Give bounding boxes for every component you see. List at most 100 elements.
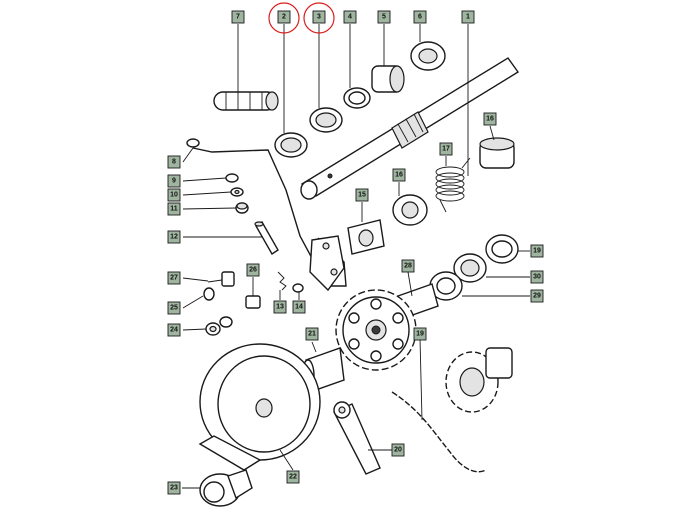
part-number-label: 9 <box>172 178 176 185</box>
part-tag: 24 <box>167 323 181 337</box>
part-number-label: 23 <box>170 485 178 492</box>
highlight-circle-part-2 <box>268 2 300 34</box>
part-3-bearing <box>309 107 343 133</box>
part-number-label: 5 <box>382 14 386 21</box>
part-number-label: 8 <box>172 159 176 166</box>
part-23-roller <box>199 469 253 507</box>
part-tag-box <box>530 270 544 284</box>
part-tag-box <box>530 289 544 303</box>
part-number-label: 11 <box>170 206 178 213</box>
part-tag: 10 <box>167 188 181 202</box>
part-tag-box <box>413 10 427 24</box>
part-tag-box <box>312 10 326 24</box>
part-tag-box <box>167 323 181 337</box>
part-tag-box <box>292 300 306 314</box>
highlight-circle-part-3 <box>303 2 335 34</box>
part-tag: 29 <box>530 289 544 303</box>
part-5-bushing <box>371 65 405 93</box>
part-tag-box <box>231 10 245 24</box>
part-number-label: 19 <box>533 248 541 255</box>
part-tag: 21 <box>305 327 319 341</box>
part-number-label: 29 <box>533 293 541 300</box>
part-tag-box <box>377 10 391 24</box>
part-number-label: 20 <box>394 447 402 454</box>
part-tag-box <box>530 244 544 258</box>
part-tag-box <box>461 10 475 24</box>
part-22-disc <box>198 343 321 471</box>
part-tag: 5 <box>377 10 391 24</box>
part-number-label: 6 <box>418 14 422 21</box>
part-number-label: 2 <box>282 14 286 21</box>
part-tag: 16 <box>483 112 497 126</box>
part-tag-box <box>413 327 427 341</box>
part-tag-box <box>246 263 260 277</box>
part-number-label: 25 <box>170 305 178 312</box>
part-number-label: 1 <box>466 14 470 21</box>
part-tag: 13 <box>273 300 287 314</box>
part-tag: 20 <box>391 443 405 457</box>
part-30-ring <box>453 253 487 283</box>
part-tag-box <box>483 112 497 126</box>
part-12-pin <box>254 221 279 255</box>
part-tag-box <box>167 188 181 202</box>
part-tag-box <box>167 481 181 495</box>
part-number-label: 13 <box>276 304 284 311</box>
part-number-label: 22 <box>289 474 297 481</box>
part-number-label: 10 <box>170 192 178 199</box>
part-26-bolt <box>245 284 261 309</box>
part-number-label: 15 <box>358 192 366 199</box>
part-29-bearing <box>429 271 463 301</box>
part-number-label: 17 <box>442 146 450 153</box>
part-tag-box <box>392 168 406 182</box>
part-tag: 7 <box>231 10 245 24</box>
part-tag-box <box>391 443 405 457</box>
part-1-shaft <box>300 57 520 200</box>
highlight-circles <box>268 2 335 34</box>
part-number-label: 16 <box>395 172 403 179</box>
part-tag-box <box>167 174 181 188</box>
part-18-chain <box>391 391 487 473</box>
part-tag-box <box>167 155 181 169</box>
part-tag: 16 <box>392 168 406 182</box>
part-number-label: 21 <box>308 331 316 338</box>
part-tag: 11 <box>167 202 181 216</box>
part-tag: 17 <box>439 142 453 156</box>
sprocket <box>335 289 417 371</box>
part-number-label: 24 <box>170 327 178 334</box>
part-6-bearing <box>410 41 446 71</box>
part-14-plug <box>292 283 304 293</box>
part-tag: 25 <box>167 301 181 315</box>
part-tag: 19 <box>530 244 544 258</box>
part-2-bearing <box>274 132 308 158</box>
part-11-bushing <box>235 202 249 214</box>
part-tag: 6 <box>413 10 427 24</box>
part-tag-box <box>343 10 357 24</box>
part-tag-box <box>439 142 453 156</box>
part-number-label: 27 <box>170 275 178 282</box>
part-tag: 19 <box>413 327 427 341</box>
part-tag: 9 <box>167 174 181 188</box>
part-tag: 12 <box>167 230 181 244</box>
part-tag: 1 <box>461 10 475 24</box>
part-tag-box <box>167 202 181 216</box>
part-tag: 23 <box>167 481 181 495</box>
part-20-key <box>333 401 381 475</box>
part-4-ring <box>343 87 371 109</box>
part-tag-box <box>277 10 291 24</box>
part-tag: 28 <box>401 259 415 273</box>
part-tag-box <box>401 259 415 273</box>
part-9-nut <box>225 173 239 183</box>
part-number-label: 16 <box>486 116 494 123</box>
part-16-cup-upper <box>479 137 515 169</box>
part-number-label: 30 <box>533 274 541 281</box>
part-tag: 27 <box>167 271 181 285</box>
part-tag: 15 <box>355 188 369 202</box>
part-16-collar <box>392 194 428 226</box>
part-number-label: 26 <box>249 267 257 274</box>
part-tag-box <box>167 301 181 315</box>
part-24-nut <box>205 322 221 336</box>
leader-lines <box>182 24 530 489</box>
